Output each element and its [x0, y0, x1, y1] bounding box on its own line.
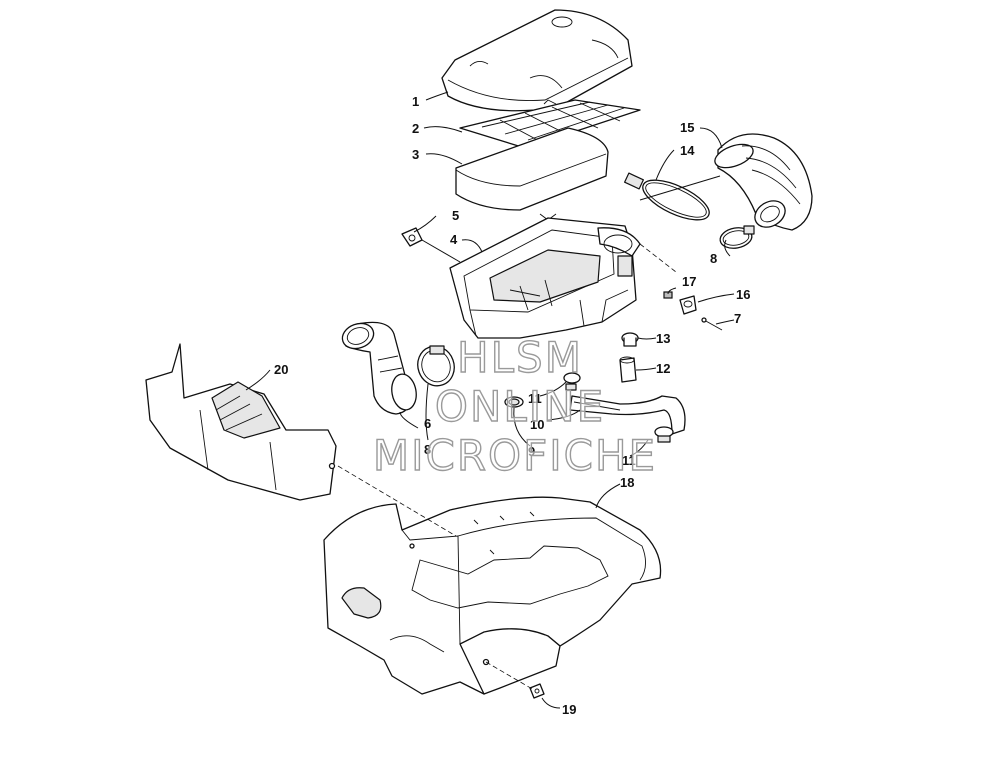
callout-19: 19: [562, 702, 576, 717]
alignment-lines: [337, 175, 721, 691]
fastener-parts: [663, 291, 723, 331]
callout-12: 12: [656, 361, 670, 376]
small-clamp-lower: [417, 345, 455, 387]
callout-11-lower: 11: [622, 453, 636, 468]
drain-hose: [569, 395, 686, 435]
callout-10: 10: [530, 417, 544, 432]
callout-8-upper: 8: [710, 251, 717, 266]
callout-8-lower: 8: [424, 442, 431, 457]
callout-11-upper: 11: [528, 391, 542, 406]
callout-16: 16: [736, 287, 750, 302]
watermark-line-1: HLSM: [456, 333, 583, 382]
callout-9: 9: [528, 444, 535, 459]
callout-7: 7: [734, 311, 741, 326]
intake-tube: [341, 321, 417, 415]
watermark-line-2: ONLINE: [434, 382, 606, 431]
skid-plate: [323, 496, 662, 695]
callout-13: 13: [656, 331, 670, 346]
side-shield: [145, 343, 337, 501]
clip-part-5: [401, 227, 423, 247]
bolt-19: [529, 683, 545, 699]
callout-15: 15: [680, 120, 694, 135]
intake-boot: [714, 133, 813, 231]
large-clamp: [624, 172, 710, 221]
callout-17: 17: [682, 274, 696, 289]
hose-clamp-11-upper: [563, 372, 581, 391]
callout-4: 4: [450, 232, 458, 247]
grommet: [504, 396, 524, 408]
callout-5: 5: [452, 208, 459, 223]
hose-clamp-11-lower: [654, 426, 674, 443]
leader-lines: [245, 91, 735, 709]
air-filter-grid: [459, 99, 641, 149]
callout-3: 3: [412, 147, 419, 162]
callout-1: 1: [412, 94, 419, 109]
callout-6: 6: [424, 416, 431, 431]
callout-labels: 1 2 3 4 5 6 7 8 8 9 10 11 11 12 13 14 15…: [274, 94, 750, 717]
air-box-housing: [449, 217, 641, 339]
watermark-line-3: MICROFICHE: [372, 431, 658, 480]
small-clamp-upper: [719, 225, 755, 249]
air-box-cover: [441, 9, 633, 112]
callout-14: 14: [680, 143, 695, 158]
callout-2: 2: [412, 121, 419, 136]
callout-18: 18: [620, 475, 634, 490]
drain-valve-parts: [619, 332, 639, 383]
air-filter-element: [455, 127, 609, 221]
callout-20: 20: [274, 362, 288, 377]
